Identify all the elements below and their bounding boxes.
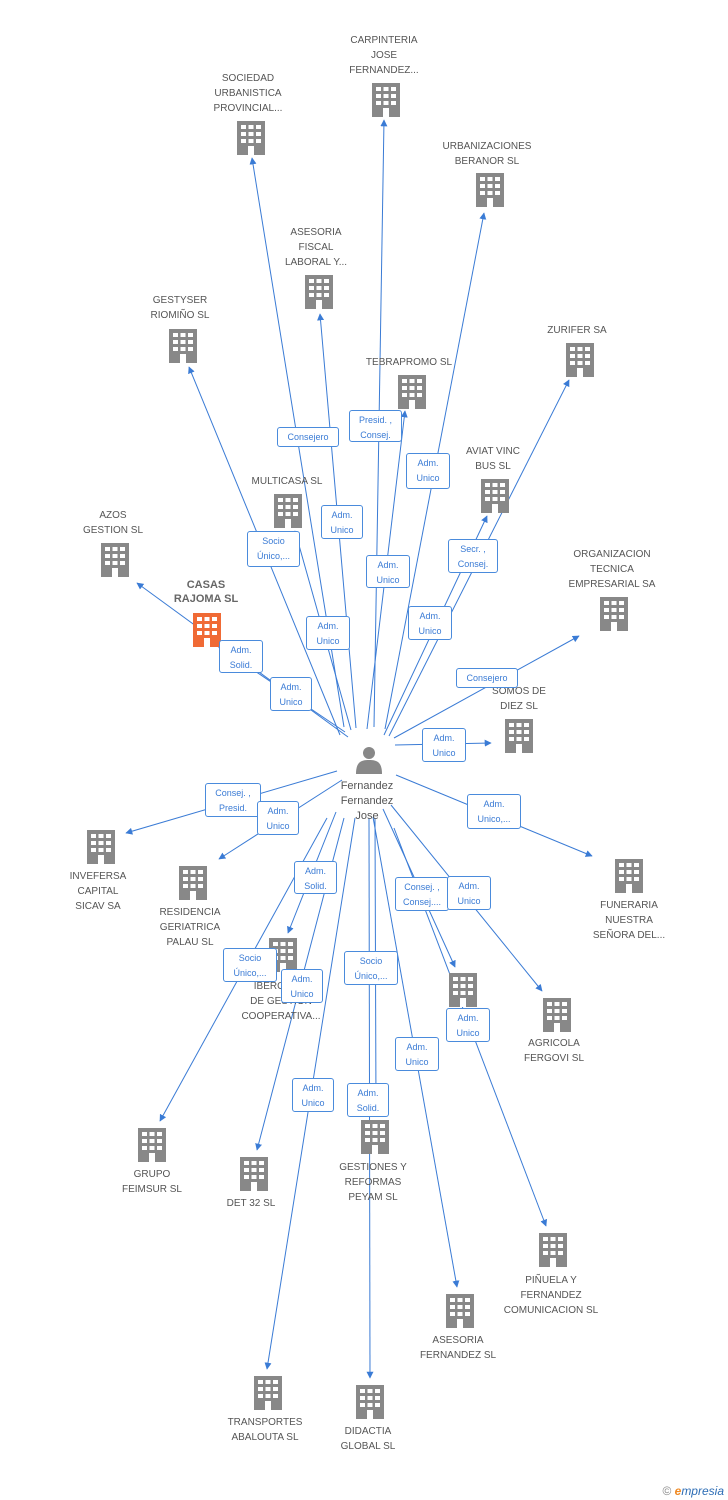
relation-label-organizacion[interactable]: Consejero	[456, 668, 518, 688]
company-label-urbanizaciones[interactable]: URBANIZACIONES BERANOR SL	[442, 141, 532, 167]
relation-label-somos[interactable]: Adm. Unico	[422, 728, 466, 762]
building-icon-inveferesa[interactable]	[87, 830, 115, 864]
relation-label-asesoria-fiscal[interactable]: Adm. Unico	[321, 505, 363, 539]
building-icon-carpinteria[interactable]	[372, 83, 400, 117]
relation-label-det32[interactable]: Adm. Unico	[281, 969, 323, 1003]
building-icon-urbanizaciones[interactable]	[476, 173, 504, 207]
building-icon-det32[interactable]	[240, 1157, 268, 1191]
building-icon-sociedad[interactable]	[237, 121, 265, 155]
footer: © empresia	[662, 1484, 724, 1498]
copyright-symbol: ©	[662, 1484, 672, 1498]
relation-label-iberoam[interactable]: Adm. Solid.	[294, 861, 337, 894]
company-label-inveferesa[interactable]: INVEFERSA CAPITAL SICAV SA	[69, 871, 127, 912]
company-label-carpinteria[interactable]: CARPINTERIA JOSE FERNANDEZ...	[349, 35, 419, 76]
relation-label-asesoria-fernandez[interactable]: Adm. Unico	[395, 1037, 439, 1071]
relation-label-urbanizaciones[interactable]: Adm. Unico	[406, 453, 450, 489]
brand-logo: empresia	[674, 1484, 724, 1498]
company-label-organizacion[interactable]: ORGANIZACION TECNICA EMPRESARIAL SA	[568, 549, 656, 590]
relation-label-didactia[interactable]: Adm. Solid.	[347, 1083, 389, 1117]
relation-label-casas-rajoma[interactable]: Adm. Unico	[270, 677, 312, 711]
relation-label-funeraria[interactable]: Adm. Unico,...	[467, 794, 521, 829]
building-icon-didactia[interactable]	[356, 1385, 384, 1419]
building-icon-transportes[interactable]	[254, 1376, 282, 1410]
company-label-asesoria-fernandez[interactable]: ASESORIA FERNANDEZ SL	[419, 1335, 497, 1361]
building-icon-residencia[interactable]	[179, 866, 207, 900]
building-icon-casas-rajoma[interactable]	[193, 613, 221, 647]
company-label-gestyser[interactable]: GESTYSER RIOMIÑO SL	[150, 295, 210, 321]
relation-label-gestiones[interactable]: Socio Único,...	[344, 951, 398, 985]
building-icon-gestyser[interactable]	[169, 329, 197, 363]
relation-label-tebrapromo[interactable]: Adm. Unico	[366, 555, 410, 588]
relation-label-zurifer[interactable]: Secr. , Consej.	[448, 539, 498, 573]
company-label-multicasa[interactable]: MULTICASA SL	[251, 476, 323, 487]
relation-label-residencia[interactable]: Adm. Unico	[257, 801, 299, 835]
relation-label-sociedad[interactable]: Consejero	[277, 427, 339, 447]
relation-label-inveferesa[interactable]: Consej. , Presid.	[205, 783, 261, 817]
relation-label-pinuela[interactable]: Adm. Unico	[446, 1008, 490, 1042]
relation-label-aviat[interactable]: Adm. Unico	[408, 606, 452, 640]
building-icon-si-alu[interactable]	[449, 973, 477, 1007]
building-icon-somos[interactable]	[505, 719, 533, 753]
company-label-casas-rajoma[interactable]: CASAS RAJOMA SL	[173, 579, 239, 605]
company-label-aviat[interactable]: AVIAT VINC BUS SL	[466, 446, 520, 472]
building-icon-gestiones[interactable]	[361, 1120, 389, 1154]
building-icon-pinuela[interactable]	[539, 1233, 567, 1267]
company-label-asesoria-fiscal[interactable]: ASESORIA FISCAL LABORAL Y...	[284, 227, 348, 268]
company-label-sociedad[interactable]: SOCIEDAD URBANISTICA PROVINCIAL...	[213, 73, 283, 114]
relation-label-gestyser[interactable]: Socio Único,...	[247, 531, 300, 567]
company-label-gestiones[interactable]: GESTIONES Y REFORMAS PEYAM SL	[339, 1162, 407, 1203]
relation-label-agricola[interactable]: Adm. Unico	[447, 876, 491, 910]
person-icon[interactable]	[356, 747, 382, 774]
relation-label-grupo[interactable]: Socio Único,...	[223, 948, 277, 982]
company-label-agricola[interactable]: AGRICOLA FERGOVI SL	[523, 1038, 584, 1064]
company-label-zurifer[interactable]: ZURIFER SA	[547, 325, 607, 336]
company-label-residencia[interactable]: RESIDENCIA GERIATRICA PALAU SL	[159, 907, 221, 948]
building-icon-aviat[interactable]	[481, 479, 509, 513]
building-icon-multicasa[interactable]	[274, 494, 302, 528]
relation-label-azos[interactable]: Adm. Solid.	[219, 640, 263, 673]
company-label-det32[interactable]: DET 32 SL	[226, 1198, 276, 1209]
building-icon-asesoria-fiscal[interactable]	[305, 275, 333, 309]
company-label-funeraria[interactable]: FUNERARIA NUESTRA SEÑORA DEL...	[592, 900, 666, 941]
relation-label-transportes[interactable]: Adm. Unico	[292, 1078, 334, 1112]
relation-label-multicasa[interactable]: Adm. Unico	[306, 616, 350, 650]
building-icon-organizacion[interactable]	[600, 597, 628, 631]
building-icon-tebrapromo[interactable]	[398, 375, 426, 409]
company-label-pinuela[interactable]: PIÑUELA Y FERNANDEZ COMUNICACION SL	[503, 1275, 599, 1316]
company-label-transportes[interactable]: TRANSPORTES ABALOUTA SL	[227, 1417, 303, 1443]
building-icon-funeraria[interactable]	[615, 859, 643, 893]
building-icon-agricola[interactable]	[543, 998, 571, 1032]
company-label-tebrapromo[interactable]: TEBRAPROMO SL	[365, 357, 453, 368]
company-label-somos[interactable]: SOMOS DE DIEZ SL	[492, 686, 546, 712]
relation-label-si-alu[interactable]: Consej. , Consej....	[395, 877, 449, 911]
relation-label-carpinteria[interactable]: Presid. , Consej.	[349, 410, 402, 442]
company-label-grupo[interactable]: GRUPO FEIMSUR SL	[121, 1169, 182, 1195]
company-label-didactia[interactable]: DIDACTIA GLOBAL SL	[340, 1426, 396, 1452]
person-name[interactable]: Fernandez Fernandez Jose	[340, 780, 394, 822]
company-label-azos[interactable]: AZOS GESTION SL	[82, 510, 143, 536]
building-icon-grupo[interactable]	[138, 1128, 166, 1162]
building-icon-zurifer[interactable]	[566, 343, 594, 377]
building-icon-asesoria-fernandez[interactable]	[446, 1294, 474, 1328]
node-layer	[87, 83, 643, 1419]
building-icon-azos[interactable]	[101, 543, 129, 577]
